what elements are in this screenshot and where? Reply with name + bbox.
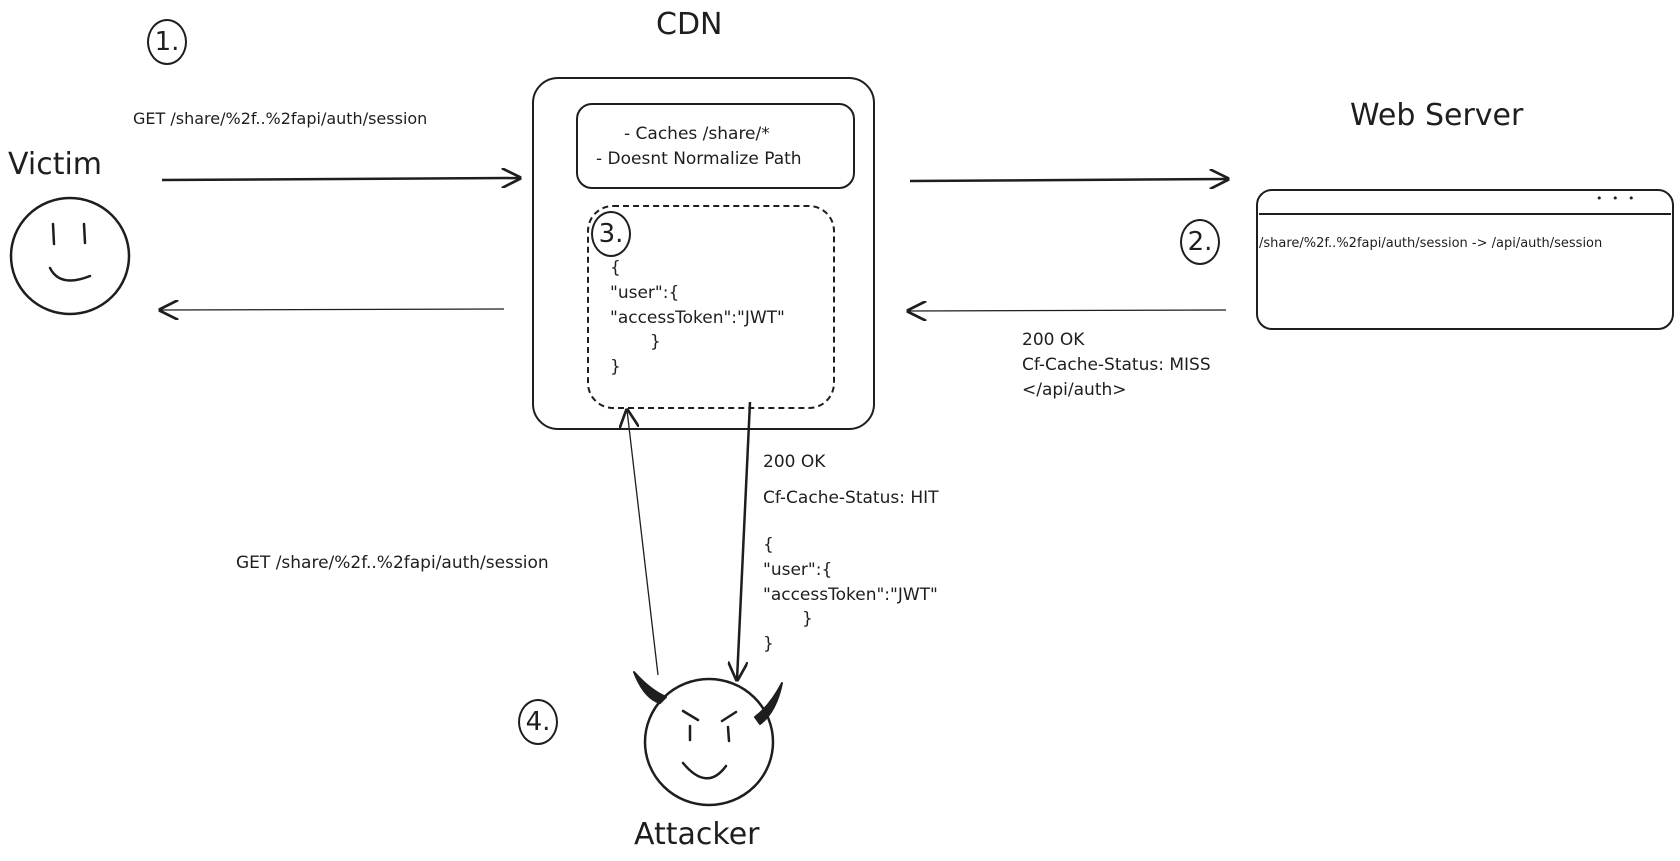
cdn-to-server-arrow — [909, 179, 1228, 181]
web-server-title: Web Server — [1350, 98, 1524, 133]
origin-response-line: </api/auth> — [1022, 380, 1127, 400]
web-server-menu-dots: • • • — [1596, 192, 1638, 205]
server-to-cdn-arrow — [908, 310, 1227, 311]
cdn-to-attacker-arrow — [737, 401, 752, 680]
cached-response-line: } — [610, 357, 621, 377]
cdn-title: CDN — [656, 7, 723, 42]
origin-response-line: Cf-Cache-Status: MISS — [1022, 355, 1211, 375]
step-1-marker: 1. — [147, 19, 187, 65]
cached-response-line: } — [650, 332, 661, 352]
attacker-request-label: GET /share/%2f..%2fapi/auth/session — [236, 553, 549, 573]
attacker-title: Attacker — [634, 817, 760, 852]
web-server-window-titlebar-divider — [1259, 213, 1671, 215]
attacker-response-status: 200 OK — [763, 452, 826, 472]
cdn-rule-normalize: - Doesnt Normalize Path — [596, 149, 802, 169]
attacker-response-body-line: } — [802, 609, 813, 629]
web-server-window — [1256, 189, 1674, 330]
origin-response-line: 200 OK — [1022, 330, 1085, 350]
victim-smiley-icon — [9, 196, 131, 316]
cached-response-box — [587, 205, 835, 409]
cdn-to-victim-arrow — [160, 309, 505, 310]
victim-request-label: GET /share/%2f..%2fapi/auth/session — [133, 109, 428, 128]
attacker-to-cdn-arrow — [627, 410, 659, 676]
attacker-response-body-line: "accessToken":"JWT" — [763, 585, 938, 605]
step-4-marker: 4. — [518, 699, 558, 745]
attacker-response-cache: Cf-Cache-Status: HIT — [763, 488, 939, 508]
attacker-response-body-line: { — [763, 535, 774, 555]
path-rewrite-text: /share/%2f..%2fapi/auth/session -> /api/… — [1259, 236, 1603, 251]
cached-response-line: "accessToken":"JWT" — [610, 308, 785, 328]
cdn-rules-box — [576, 103, 855, 189]
attacker-response-body-line: "user":{ — [763, 560, 833, 580]
cdn-box — [532, 77, 875, 430]
attacker-devil-icon — [633, 671, 783, 807]
cdn-rule-caches: - Caches /share/* — [624, 124, 770, 144]
attacker-response-body-line: } — [763, 634, 774, 654]
victim-title: Victim — [8, 147, 103, 182]
cached-response-line: "user":{ — [610, 283, 680, 303]
step-2-marker: 2. — [1180, 219, 1220, 265]
victim-to-cdn-arrow — [161, 178, 520, 180]
step-3-marker: 3. — [591, 211, 631, 257]
cached-response-line: { — [610, 258, 621, 278]
